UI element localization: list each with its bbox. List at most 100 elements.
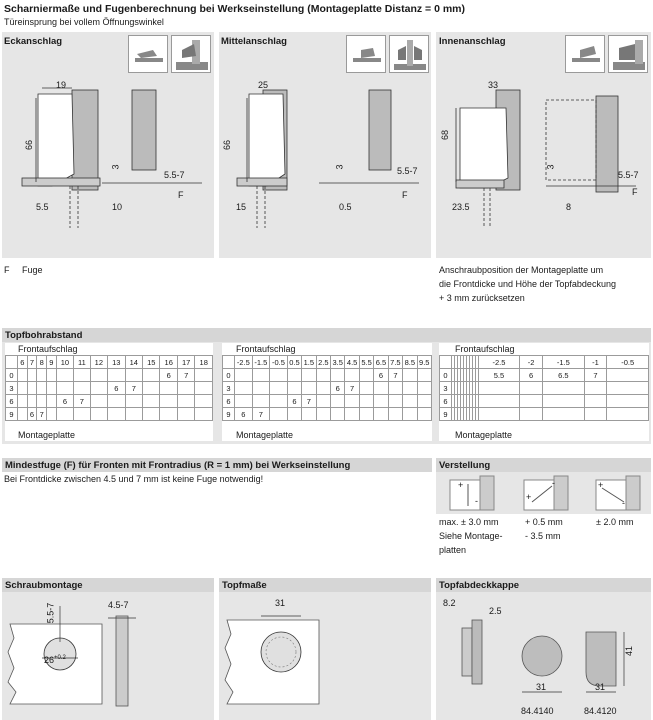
bohr-cell <box>387 407 404 421</box>
dim-eck-offset: 10 <box>112 202 123 212</box>
bohr-cell <box>107 394 126 408</box>
thumb-innen-2 <box>608 35 648 73</box>
verstellung-icon-3 <box>595 475 641 511</box>
bohr-cell <box>55 381 75 395</box>
bohr-col-header: -2.5 <box>234 355 253 369</box>
bohr-cell <box>17 381 28 395</box>
bohr-cell <box>583 407 608 421</box>
bohr-cell <box>286 407 303 421</box>
bohr-cell: 7 <box>301 394 317 408</box>
bohr-cell <box>234 381 253 395</box>
bohr-cell <box>519 381 544 395</box>
bohr-col-header: -2.5 <box>477 355 521 369</box>
bohr-row-label: 6 <box>439 394 452 408</box>
bohr-cell <box>606 368 649 382</box>
bohr-cell <box>542 381 585 395</box>
bohr-cell <box>358 407 375 421</box>
section-title-kappe: Topfabdeckkappe <box>439 580 520 591</box>
bohr-cell <box>477 381 521 395</box>
panel-title-mittel: Mittelanschlag <box>221 36 287 47</box>
bohr-cell <box>107 407 126 421</box>
bohr-cell: 7 <box>73 394 91 408</box>
bohr-col-header: -0.5 <box>269 355 288 369</box>
bohr-cell: 6 <box>329 381 346 395</box>
bohr-row-label: 0 <box>5 368 18 382</box>
verstellung-plus-3: + <box>598 480 604 490</box>
bohr-col-header: -1.5 <box>251 355 271 369</box>
dim-mittel-fuge: F <box>402 190 408 200</box>
bohr-cell <box>416 368 433 382</box>
section-header-bohr: Topfbohrabstand <box>2 328 651 342</box>
kappe-drawing <box>461 619 625 693</box>
bohr-cell <box>315 394 332 408</box>
bohr-cell <box>301 381 317 395</box>
dim-mittel-offset: 0.5 <box>339 202 352 212</box>
kappe-dim-4: 31 <box>595 682 606 692</box>
verstellung-plus-2: + <box>526 492 532 502</box>
bohr-cell <box>329 394 346 408</box>
bohr-col-header: 9.5 <box>416 355 433 369</box>
hinge-drawing-innen <box>455 89 636 228</box>
bohr-cell <box>477 407 521 421</box>
kappe-dim-3: 31 <box>536 682 547 692</box>
bohr-col-header: -0.5 <box>606 355 649 369</box>
bohr-cell <box>286 368 303 382</box>
bohr-cell <box>416 394 433 408</box>
bohr-cell <box>315 407 332 421</box>
bohr-col-header: 3.5 <box>329 355 346 369</box>
bohr-cell <box>416 381 433 395</box>
bohr-cell <box>606 394 649 408</box>
bohr-row-label: 0 <box>439 368 452 382</box>
note-innen-2: die Frontdicke und Höhe der Topfabdeckun… <box>439 279 616 289</box>
bohr-front-label-3: Frontaufschlag <box>455 344 515 354</box>
bohr-row-label: 6 <box>5 394 18 408</box>
bohr-cell <box>176 381 196 395</box>
bohr-cell <box>251 394 271 408</box>
bohr-col-header: 9 <box>46 355 57 369</box>
bohr-cell <box>89 368 109 382</box>
bohr-row-label: 3 <box>222 381 235 395</box>
bohr-row-label: 3 <box>5 381 18 395</box>
thumb-innen-1 <box>565 35 605 73</box>
verstellung-minus-3: - <box>622 498 625 508</box>
bohr-cell <box>606 407 649 421</box>
schraub-dim-1: 5.5-7 <box>45 602 56 624</box>
bohr-cell <box>329 407 346 421</box>
bohr-cell <box>269 381 288 395</box>
bohr-cell <box>73 407 91 421</box>
bohr-cell <box>142 394 161 408</box>
legend-symbol: F <box>4 265 10 275</box>
bohr-col-header: 8 <box>36 355 47 369</box>
kappe-dim-5: 41 <box>624 645 635 657</box>
bohr-cell <box>55 407 75 421</box>
legend-label: Fuge <box>22 265 43 275</box>
bohr-cell <box>194 368 213 382</box>
bohr-col-header: 18 <box>194 355 213 369</box>
bohr-row-label: 9 <box>439 407 452 421</box>
bohr-plate-label-2: Montageplatte <box>236 430 294 440</box>
bohr-cell <box>176 407 196 421</box>
bohr-cell <box>46 394 57 408</box>
bohr-cell <box>234 394 253 408</box>
bohr-corner-cell <box>5 355 18 369</box>
bohr-cell <box>176 394 196 408</box>
bohr-front-label-2: Frontaufschlag <box>236 344 296 354</box>
bohr-cell <box>89 394 109 408</box>
bohr-cell <box>301 407 317 421</box>
verstellung-2-line-2: - 3.5 mm <box>525 531 561 541</box>
bohr-col-header: 11 <box>73 355 91 369</box>
bohr-cell <box>315 381 332 395</box>
dim-innen-offset: 8 <box>566 202 572 212</box>
bohr-col-header: 8.5 <box>402 355 418 369</box>
bohr-corner-cell <box>439 355 452 369</box>
bohr-cell <box>542 407 585 421</box>
page-subtitle: Türeinsprung bei vollem Öffnungswinkel <box>4 17 164 27</box>
bohr-cell: 7 <box>36 407 47 421</box>
